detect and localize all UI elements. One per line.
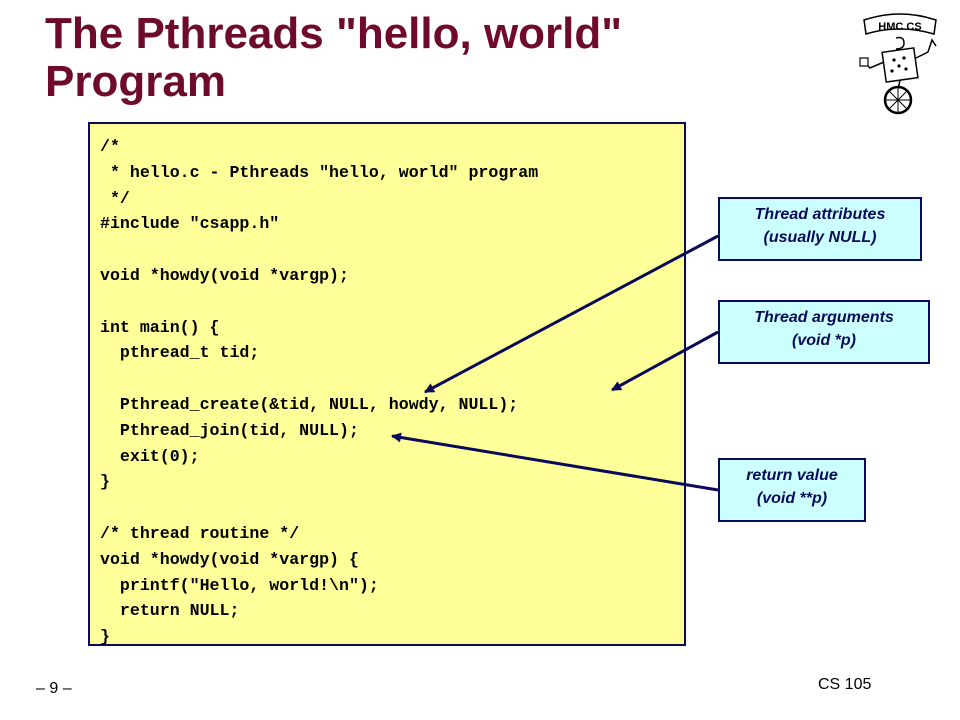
code-line: Pthread_join(tid, NULL); <box>100 420 359 440</box>
code-line: void *howdy(void *vargp) { <box>100 549 359 569</box>
course-label: CS 105 <box>818 676 872 693</box>
callout-return-value-line-2: (void **p) <box>756 490 828 507</box>
code-line <box>100 495 684 521</box>
callout-return-value-line-1: return value <box>746 467 838 484</box>
code-line: printf("Hello, world!\n"); <box>100 575 379 595</box>
code-line <box>100 366 684 392</box>
hmc-cs-logo: HMC CS <box>854 6 950 116</box>
page-number: – 9 – <box>36 680 72 697</box>
slide-title: The Pthreads "hello, world" Program <box>45 10 622 106</box>
code-line <box>100 237 684 263</box>
callout-thread-arguments-line-2: (void *p) <box>792 332 856 349</box>
code-line: exit(0); <box>100 446 200 466</box>
code-line: /* <box>100 137 120 156</box>
code-line: void *howdy(void *vargp); <box>100 265 349 285</box>
logo-banner-text: HMC CS <box>878 21 921 33</box>
code-line: } <box>100 627 110 647</box>
code-line: pthread_t tid; <box>100 343 260 363</box>
code-line: Pthread_create(&tid, NULL, howdy, NULL); <box>100 394 519 414</box>
callout-return-value: return value (void **p) <box>718 458 866 522</box>
slide-title-line-2: Program <box>45 57 226 106</box>
code-line: return NULL; <box>100 601 240 621</box>
callout-thread-attributes-line-1: Thread attributes <box>754 206 886 223</box>
code-line: * hello.c - Pthreads "hello, world" prog… <box>100 162 539 182</box>
slide-title-line-1: The Pthreads "hello, world" <box>45 9 623 58</box>
code-line: int main() { <box>100 317 220 337</box>
callout-thread-arguments: Thread arguments (void *p) <box>718 300 930 364</box>
callout-thread-attributes: Thread attributes (usually NULL) <box>718 197 922 261</box>
code-line: #include "csapp.h" <box>100 214 280 234</box>
code-line <box>100 289 684 315</box>
code-line: /* thread routine */ <box>100 523 300 543</box>
callout-thread-arguments-line-1: Thread arguments <box>754 309 894 326</box>
code-line: } <box>100 472 110 492</box>
unicycle-robot-logo-icon: HMC CS <box>859 13 937 115</box>
code-line: */ <box>100 188 130 208</box>
code-listing: /* * hello.c - Pthreads "hello, world" p… <box>88 122 686 646</box>
callout-thread-attributes-line-2: (usually NULL) <box>763 229 877 246</box>
